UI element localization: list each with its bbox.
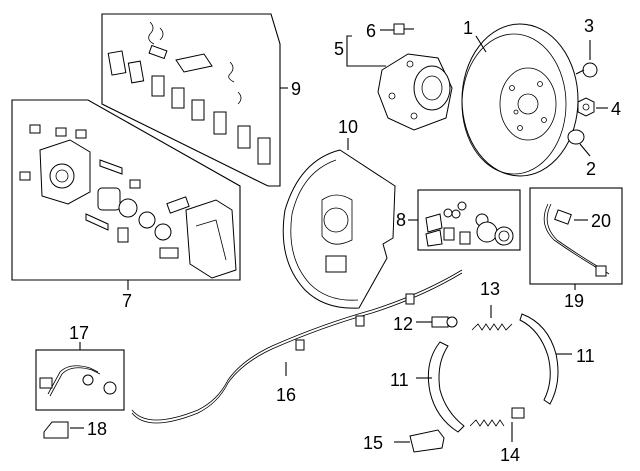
brake-cable-icon — [131, 269, 463, 424]
plug-item[interactable]: 2 — [567, 129, 596, 179]
caliper-icon — [19, 124, 237, 279]
callout-12: 12 — [393, 314, 413, 334]
callout-9: 9 — [291, 79, 301, 99]
callout-10: 10 — [338, 117, 358, 137]
plug-icon — [567, 129, 585, 145]
adjuster-item[interactable]: 12 — [393, 314, 458, 334]
bracket-icon — [409, 429, 445, 453]
shoe-right-item[interactable]: 11 — [519, 313, 595, 405]
shoe-icon — [519, 313, 559, 405]
hose-icon — [543, 203, 610, 277]
brake-hose-kit-group[interactable]: 17 — [35, 323, 125, 411]
callout-1: 1 — [463, 18, 473, 38]
callout-7: 7 — [122, 291, 132, 311]
callout-17: 17 — [69, 323, 89, 343]
shoe-icon — [427, 341, 465, 433]
seal-kit-icon — [425, 201, 514, 247]
callout-4: 4 — [611, 99, 621, 119]
callout-18: 18 — [87, 419, 107, 439]
callout-16: 16 — [276, 385, 296, 405]
nut-icon — [577, 97, 595, 117]
spring-icon — [471, 323, 513, 331]
hub-bolt-item[interactable]: 6 — [366, 21, 414, 41]
callout-20: 20 — [591, 211, 611, 231]
pad-kit-group[interactable]: 9 — [101, 13, 301, 187]
bracket-item[interactable]: 18 — [43, 419, 107, 439]
callout-15: 15 — [363, 433, 383, 453]
hose-group[interactable]: 20 19 — [529, 187, 623, 311]
caliper-group[interactable]: 7 — [11, 99, 241, 311]
plate-item[interactable]: 15 — [363, 429, 445, 453]
spring-lower-item[interactable]: 14 — [469, 407, 525, 465]
callout-13: 13 — [480, 279, 500, 299]
shoe-left-item[interactable]: 11 — [390, 341, 465, 433]
callout-11b: 11 — [576, 346, 595, 366]
rotor-icon — [461, 23, 579, 177]
spring-icon — [469, 407, 525, 427]
brake-cable-item[interactable]: 16 — [131, 269, 463, 424]
rotor-item[interactable]: 1 — [461, 18, 579, 177]
screw-item[interactable]: 3 — [575, 16, 598, 78]
splash-shield-item[interactable]: 10 — [282, 117, 396, 309]
nut-item[interactable]: 4 — [577, 97, 621, 119]
spring-upper-item[interactable]: 13 — [471, 279, 513, 331]
hub-bolt-icon — [393, 23, 414, 35]
splash-shield-icon — [282, 149, 396, 309]
adjuster-icon — [431, 316, 458, 328]
hub-bearing-icon — [377, 53, 453, 131]
bracket-icon — [43, 421, 69, 439]
callout-2: 2 — [586, 159, 596, 179]
brake-hose-icon — [39, 365, 117, 397]
callout-3: 3 — [584, 16, 594, 36]
pad-kit-icon — [107, 21, 271, 165]
callout-11a: 11 — [390, 370, 409, 390]
callout-6: 6 — [366, 21, 376, 41]
hub-bearing-item[interactable]: 5 6 — [334, 21, 453, 131]
callout-8: 8 — [396, 210, 406, 230]
seal-kit-group[interactable]: 8 — [396, 189, 521, 251]
callout-5: 5 — [334, 39, 344, 59]
callout-14: 14 — [500, 445, 520, 465]
screw-icon — [575, 62, 598, 78]
callout-19: 19 — [564, 291, 584, 311]
